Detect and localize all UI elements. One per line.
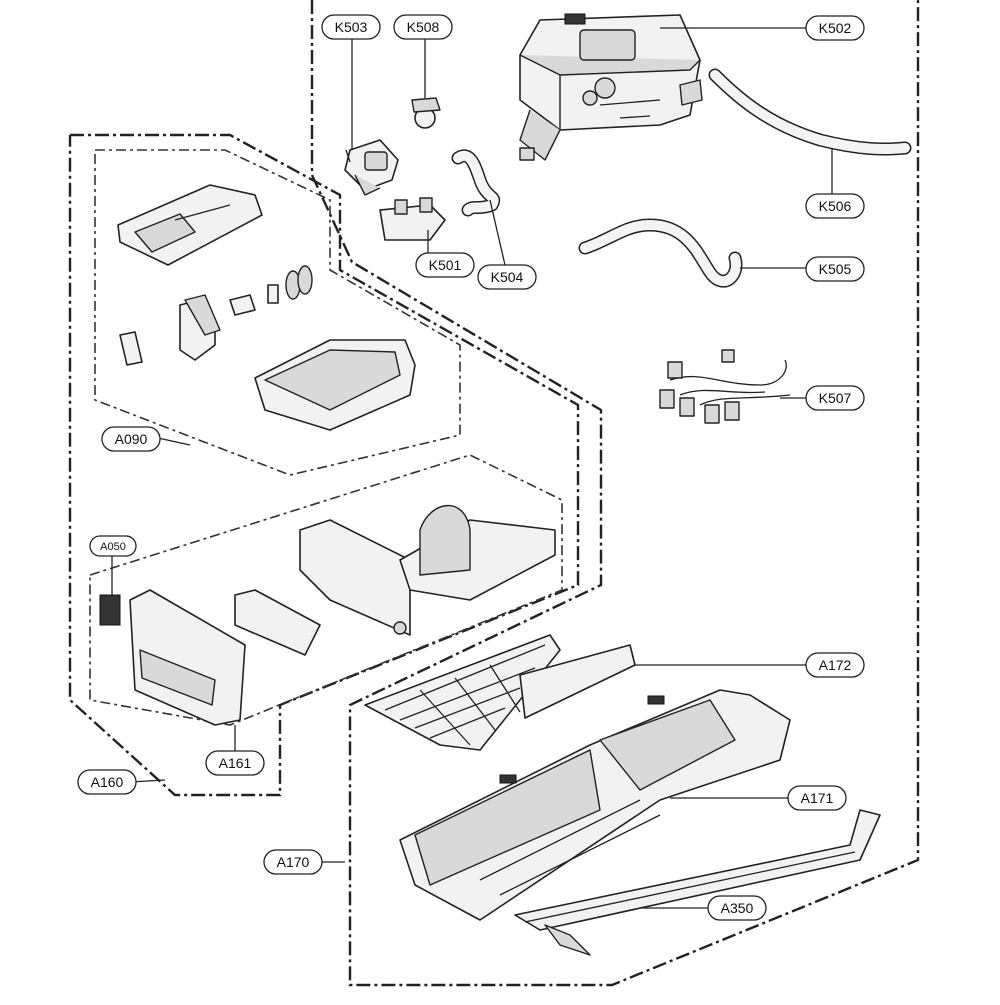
label-text-k501: K501 [429, 257, 462, 273]
grill-a172 [364, 634, 636, 751]
group-outline-a160 [68, 133, 580, 797]
label-a350: A350 [707, 895, 767, 921]
label-k501: K501 [415, 252, 475, 278]
small-fittings [229, 265, 313, 316]
panel-a050 [99, 594, 121, 626]
steam-generator-k502 [519, 13, 703, 161]
label-k504: K504 [477, 264, 537, 290]
hose-k504 [451, 149, 501, 217]
label-text-a050: A050 [100, 541, 126, 553]
label-k505: K505 [805, 256, 865, 282]
label-text-k506: K506 [819, 198, 852, 214]
leader-lines [111, 27, 833, 909]
label-k507: K507 [805, 385, 865, 411]
label-a171: A171 [787, 785, 847, 811]
drawer-body [299, 504, 556, 636]
label-a170: A170 [263, 849, 323, 875]
housing-a171 [399, 689, 791, 921]
label-text-a160: A160 [91, 774, 124, 790]
label-k506: K506 [805, 193, 865, 219]
group-outline-a161 [89, 454, 563, 726]
drawer-bar [234, 589, 321, 656]
label-a160: A160 [77, 769, 137, 795]
label-text-k503: K503 [335, 19, 368, 35]
label-a172: A172 [805, 652, 865, 678]
wire-harness-k507 [659, 349, 791, 424]
bracket-k501 [379, 197, 446, 241]
label-text-a161: A161 [219, 755, 252, 771]
group-outline-k-parts [310, 0, 920, 987]
label-k503: K503 [321, 14, 381, 40]
label-a050: A050 [89, 535, 137, 557]
cap-part [117, 184, 263, 266]
drawer-front [129, 589, 246, 726]
label-text-k504: K504 [491, 269, 524, 285]
rail-a350 [514, 809, 881, 956]
label-text-a170: A170 [277, 854, 310, 870]
label-text-a090: A090 [115, 431, 148, 447]
tube-part [179, 294, 221, 361]
label-text-a172: A172 [819, 657, 852, 673]
hose-k505 [578, 218, 743, 288]
label-k502: K502 [805, 15, 865, 41]
label-text-k507: K507 [819, 390, 852, 406]
group-outline-a090 [94, 149, 461, 476]
label-text-k502: K502 [819, 20, 852, 36]
ring-part [119, 331, 143, 366]
label-a161: A161 [205, 750, 265, 776]
tray-part [254, 339, 416, 431]
label-a090: A090 [101, 426, 161, 452]
label-text-a171: A171 [801, 790, 834, 806]
label-text-a350: A350 [721, 900, 754, 916]
label-text-k508: K508 [407, 19, 440, 35]
label-k508: K508 [393, 14, 453, 40]
clip-k508 [411, 97, 441, 129]
label-text-k505: K505 [819, 261, 852, 277]
hose-k506 [708, 68, 912, 156]
valve-k503 [344, 139, 399, 196]
